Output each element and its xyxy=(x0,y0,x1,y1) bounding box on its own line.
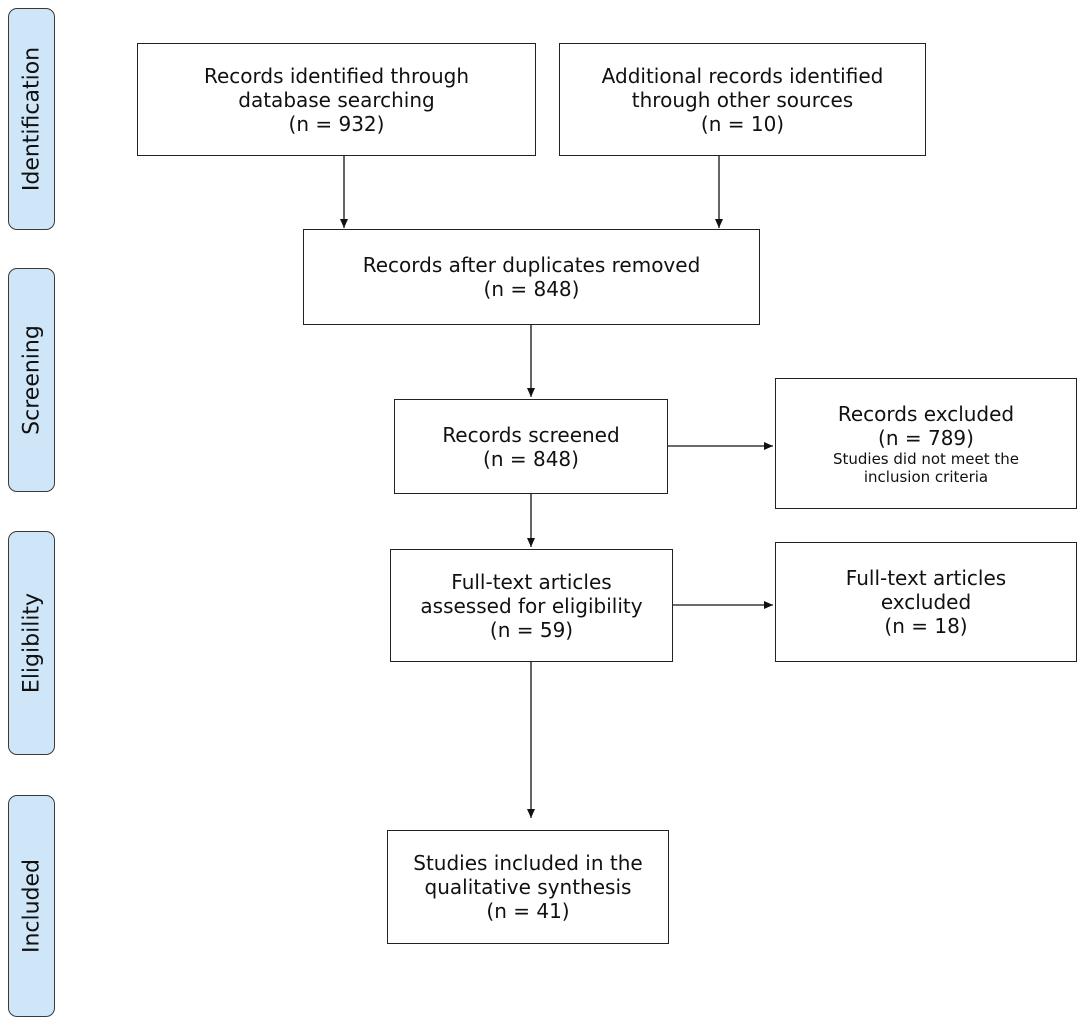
duplicates-removed-box: Records after duplicates removed (n = 84… xyxy=(303,229,760,325)
additional-records-text: Additional records identified through ot… xyxy=(601,63,884,136)
fulltext-assessed-text: Full-text articles assessed for eligibil… xyxy=(420,569,643,642)
records-excluded-text: Records excluded (n = 789) xyxy=(837,401,1015,450)
fulltext-excluded-text: Full-text articles excluded (n = 18) xyxy=(845,566,1007,638)
stage-included: Included xyxy=(8,795,55,1017)
fulltext-excluded-box: Full-text articles excluded (n = 18) xyxy=(775,542,1077,662)
records-identified-database-box: Records identified through database sear… xyxy=(137,43,536,156)
stage-identification: Identification xyxy=(8,8,55,230)
records-excluded-note: Studies did not meet the inclusion crite… xyxy=(832,449,1020,486)
records-screened-text: Records screened (n = 848) xyxy=(442,422,620,471)
records-excluded-box: Records excluded (n = 789) Studies did n… xyxy=(775,378,1077,509)
fulltext-assessed-box: Full-text articles assessed for eligibil… xyxy=(390,549,673,662)
additional-records-box: Additional records identified through ot… xyxy=(559,43,926,156)
records-screened-box: Records screened (n = 848) xyxy=(394,399,668,494)
studies-included-box: Studies included in the qualitative synt… xyxy=(387,830,669,944)
studies-included-text: Studies included in the qualitative synt… xyxy=(413,851,643,923)
stage-eligibility: Eligibility xyxy=(8,531,55,755)
stage-screening: Screening xyxy=(8,268,55,492)
records-identified-database-text: Records identified through database sear… xyxy=(203,63,470,136)
duplicates-removed-text: Records after duplicates removed (n = 84… xyxy=(362,253,701,301)
